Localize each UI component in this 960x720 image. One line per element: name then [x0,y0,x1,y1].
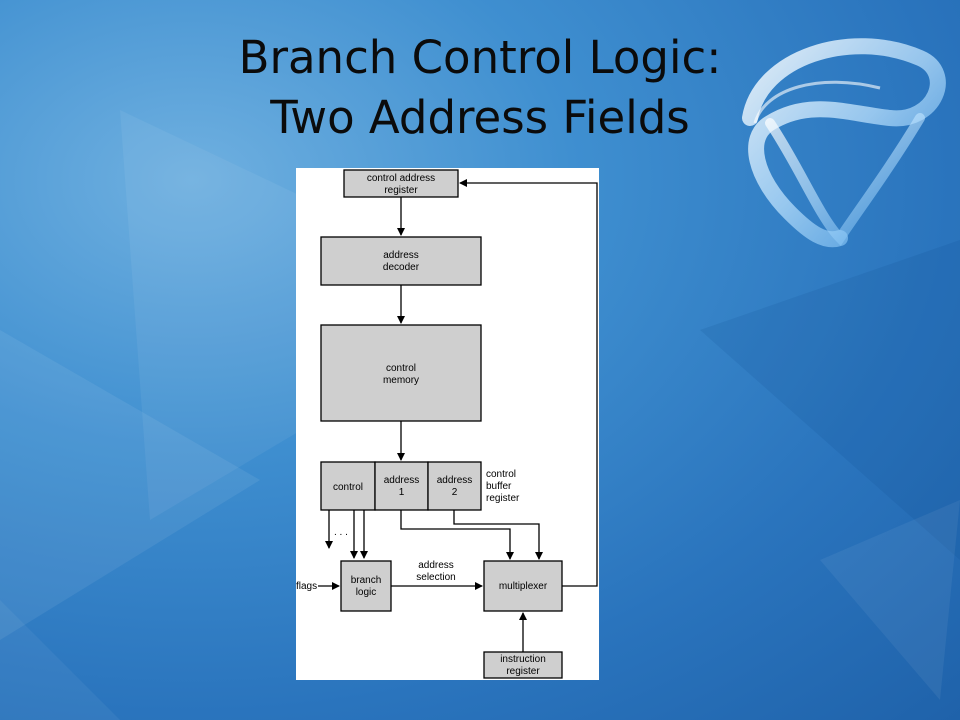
control-address-register-label-1: control address [367,173,435,184]
instruction-register-label-1: instruction [500,654,546,665]
buffer-address2-label-2: 2 [452,487,458,498]
title-line-2: Two Address Fields [270,91,690,144]
multiplexer-box: multiplexer [483,560,563,612]
flags-label: flags [296,581,317,592]
control-buffer-register-label-3: register [486,493,520,504]
control-buffer-register: control address 1 address 2 [320,461,482,511]
address-decoder-label-1: address [383,250,419,261]
slide-title: Branch Control Logic: Two Address Fields [180,28,780,148]
instruction-register-box: instruction register [483,651,563,679]
arrow-address1-to-mux [400,510,514,560]
address-selection-label-1: address [418,560,454,571]
buffer-address1-label-1: address [384,475,420,486]
control-memory-label-1: control [386,363,416,374]
title-line-1: Branch Control Logic: [238,31,722,84]
buffer-address2-label-1: address [437,475,473,486]
diagram-canvas: control address register address decoder… [296,169,598,679]
control-buffer-register-label-2: buffer [486,481,512,492]
branch-logic-label-1: branch [351,575,382,586]
address-decoder-box: address decoder [320,236,482,286]
arrow-address2-to-mux [453,510,543,560]
branch-control-diagram: control address register address decoder… [296,168,599,680]
control-memory-label-2: memory [383,375,419,386]
control-address-register-box: control address register [343,169,459,198]
multiplexer-label: multiplexer [499,581,548,592]
buffer-control-label: control [333,482,363,493]
buffer-address2-field [427,461,482,511]
address-selection-label-2: selection [416,572,455,583]
branch-logic-label-2: logic [356,587,377,598]
address-decoder-label-2: decoder [383,262,420,273]
buffer-address1-label-2: 1 [399,487,405,498]
buffer-control-field [320,461,376,511]
buffer-address1-field [374,461,429,511]
instruction-register-label-2: register [506,666,540,677]
branch-logic-box: branch logic [340,560,392,612]
control-memory-box: control memory [320,324,482,422]
control-buffer-register-label-1: control [486,469,516,480]
control-address-register-label-2: register [384,185,418,196]
control-signal-dots: . . . [334,527,348,538]
arrow-mux-to-car [459,179,598,587]
